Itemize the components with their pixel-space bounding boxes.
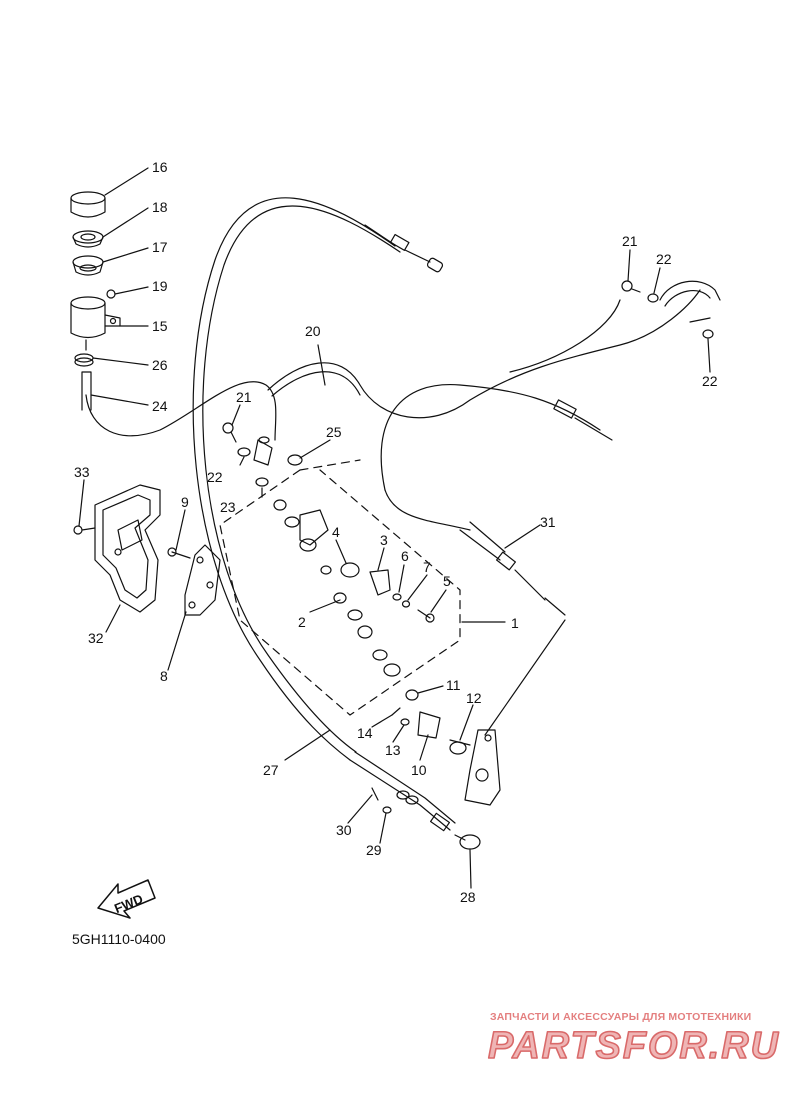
callout-24: 24 bbox=[152, 398, 168, 414]
callout-10: 10 bbox=[411, 762, 427, 778]
callout-32: 32 bbox=[88, 630, 104, 646]
callout-22-left: 22 bbox=[207, 469, 223, 485]
callout-9: 9 bbox=[181, 494, 189, 510]
callout-14: 14 bbox=[357, 725, 373, 741]
callout-11: 11 bbox=[446, 677, 461, 693]
master-cylinder-parts bbox=[222, 422, 435, 677]
leader-lines bbox=[78, 167, 711, 889]
right-banjo-hose bbox=[621, 280, 721, 339]
callout-4: 4 bbox=[332, 524, 340, 540]
callout-19: 19 bbox=[152, 278, 168, 294]
callout-31: 31 bbox=[540, 514, 556, 530]
bracket-8 bbox=[167, 544, 221, 616]
callout-12: 12 bbox=[466, 690, 482, 706]
callout-18: 18 bbox=[152, 199, 168, 215]
callout-7: 7 bbox=[423, 559, 431, 575]
callout-25: 25 bbox=[326, 424, 342, 440]
callout-6: 6 bbox=[401, 548, 409, 564]
callout-21-right: 21 bbox=[622, 233, 638, 249]
reservoir-assembly bbox=[70, 191, 121, 411]
cable-31-end bbox=[459, 399, 613, 616]
callout-23: 23 bbox=[220, 499, 236, 515]
callout-17: 17 bbox=[152, 239, 168, 255]
cover-32 bbox=[73, 484, 161, 613]
callout-5: 5 bbox=[443, 573, 451, 589]
catalog-code: 5GH1110-0400 bbox=[72, 931, 166, 947]
callout-8: 8 bbox=[160, 668, 168, 684]
fwd-label: FWD bbox=[112, 891, 145, 916]
callout-22-right-bottom: 22 bbox=[702, 373, 718, 389]
callout-13: 13 bbox=[385, 742, 401, 758]
fwd-arrow-icon bbox=[97, 879, 156, 919]
callout-27: 27 bbox=[263, 762, 279, 778]
watermark-brand: PARTSFOR.RU bbox=[488, 1025, 780, 1067]
callout-3: 3 bbox=[380, 532, 388, 548]
watermark-tagline: ЗАПЧАСТИ И АКСЕССУАРЫ ДЛЯ МОТОТЕХНИКИ bbox=[490, 1011, 751, 1023]
lower-caliper-parts bbox=[349, 689, 501, 850]
callout-26: 26 bbox=[152, 357, 168, 373]
upper-cable-end bbox=[364, 224, 444, 273]
callout-16: 16 bbox=[152, 159, 168, 175]
callout-2: 2 bbox=[298, 614, 306, 630]
callout-30: 30 bbox=[336, 822, 352, 838]
callout-labels: 16 18 17 19 15 26 24 20 21 22 23 25 21 2… bbox=[72, 159, 718, 947]
callout-29: 29 bbox=[366, 842, 382, 858]
callout-1: 1 bbox=[511, 615, 519, 631]
callout-28: 28 bbox=[460, 889, 476, 905]
watermark: ЗАПЧАСТИ И АКСЕССУАРЫ ДЛЯ МОТОТЕХНИКИ PA… bbox=[487, 1011, 780, 1068]
callout-22-right-top: 22 bbox=[656, 251, 672, 267]
callout-33: 33 bbox=[74, 464, 90, 480]
callout-21-left: 21 bbox=[236, 389, 252, 405]
callout-15: 15 bbox=[152, 318, 168, 334]
callout-20: 20 bbox=[305, 323, 321, 339]
hose-lines bbox=[85, 197, 701, 761]
